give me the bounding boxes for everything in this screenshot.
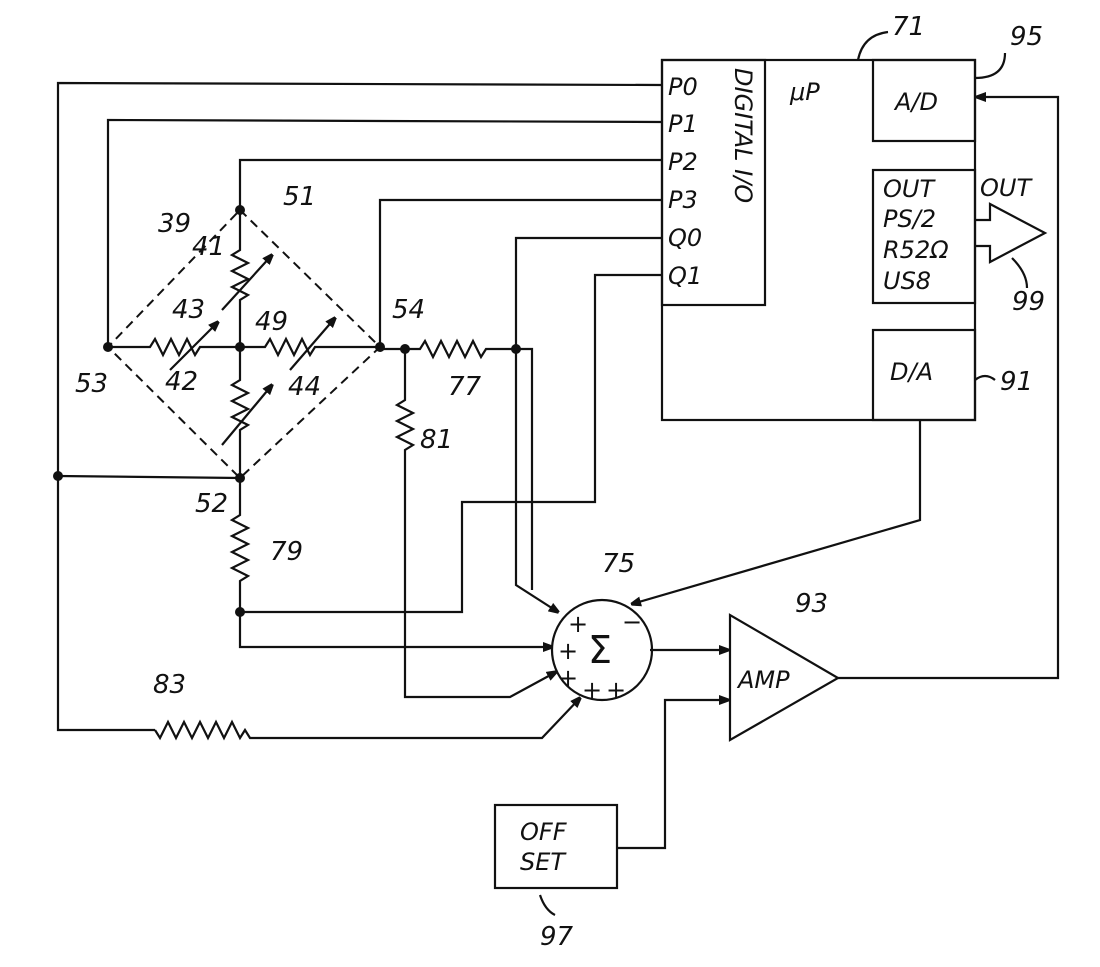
summing-junction: Σ − + + + + + (550, 598, 654, 704)
ref: 77 (448, 372, 482, 402)
ref: 79 (270, 537, 303, 567)
resistor-44 (240, 336, 380, 358)
reference-numerals: 71 95 99 91 75 93 97 51 39 41 43 49 53 4… (75, 12, 1045, 952)
ref: 53 (75, 369, 108, 399)
ref: 43 (172, 295, 205, 325)
out-arrow-icon (975, 202, 1048, 264)
ref: 81 (420, 425, 453, 455)
ref: 44 (288, 372, 321, 402)
ref: 95 (1010, 22, 1043, 52)
sigma-label: Σ (588, 628, 612, 672)
pin-p2: P2 (668, 148, 698, 176)
da-block: D/A (871, 328, 977, 422)
wires (56, 81, 1060, 850)
junction-dots (53, 205, 521, 617)
ref: 51 (283, 182, 316, 212)
mp-label: μP (789, 78, 820, 106)
sign: + (558, 637, 578, 665)
ref: 49 (255, 307, 288, 337)
sign: + (568, 610, 588, 638)
offset-line: OFF (520, 818, 568, 846)
out-line: PS/2 (883, 205, 936, 233)
pin-q1: Q1 (668, 262, 702, 290)
out-block: OUT PS/2 R52Ω US8 OUT (871, 168, 1048, 305)
pin-q0: Q0 (668, 224, 702, 252)
sign: + (558, 664, 578, 692)
out-line: R52Ω (883, 236, 949, 264)
pin-p1: P1 (668, 110, 698, 138)
resistor-42 (229, 347, 251, 478)
offset-block: OFF SET (493, 803, 619, 890)
ref: 54 (392, 295, 425, 325)
sign: + (582, 676, 602, 704)
resistor-77 (380, 338, 516, 360)
out-arrow-label: OUT (980, 174, 1033, 202)
out-line: OUT (883, 175, 936, 203)
resistor-81 (394, 349, 556, 699)
bridge-outline (106, 208, 382, 480)
ref: 71 (892, 12, 925, 42)
offset-line: SET (520, 848, 567, 876)
ref: 42 (165, 367, 198, 397)
amp-label: AMP (736, 666, 790, 694)
ad-block: A/D (871, 58, 977, 143)
ref: 99 (1012, 287, 1045, 317)
ref: 39 (158, 209, 191, 239)
ref: 75 (602, 549, 635, 579)
digital-io-block: DIGITAL I/O P0 P1 P2 P3 Q0 Q1 (660, 58, 767, 307)
resistor-79 (229, 478, 552, 647)
pin-p3: P3 (668, 186, 698, 214)
pin-p0: P0 (668, 73, 698, 101)
sign: − (622, 608, 642, 636)
ref: 93 (795, 589, 828, 619)
ref: 83 (153, 670, 186, 700)
resistor-41 (229, 210, 251, 347)
ref: 91 (1000, 367, 1033, 397)
ref: 97 (540, 922, 574, 952)
ad-label: A/D (893, 88, 938, 116)
out-line: US8 (883, 267, 931, 295)
ref: 41 (192, 232, 225, 262)
digital-io-label: DIGITAL I/O (729, 68, 757, 203)
da-label: D/A (890, 358, 933, 386)
ref: 52 (195, 489, 228, 519)
amplifier: AMP (728, 613, 841, 742)
resistor-43 (108, 336, 240, 358)
sign: + (606, 676, 626, 704)
resistor-83 (154, 698, 580, 741)
